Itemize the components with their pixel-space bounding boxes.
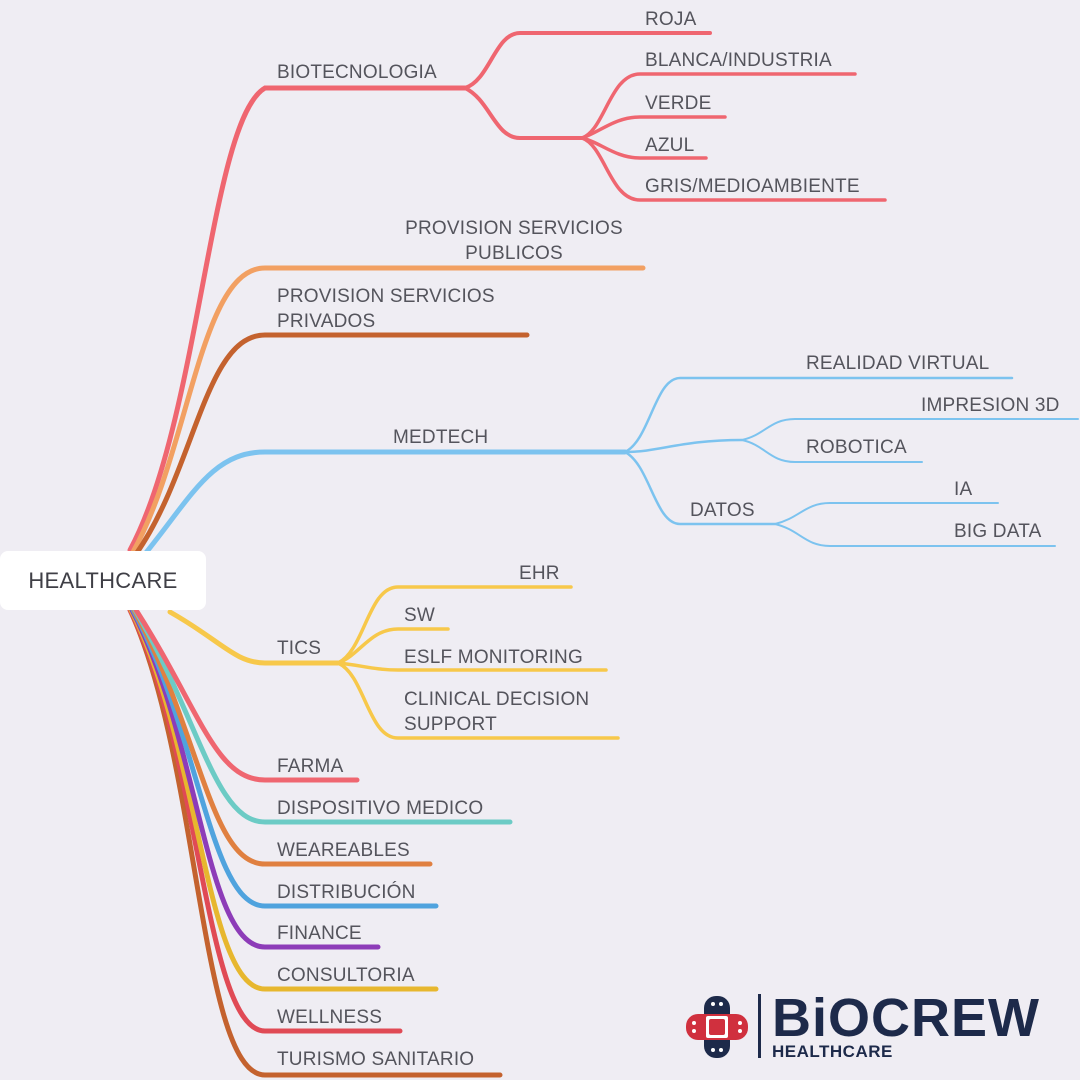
node-datos[interactable]: DATOS (690, 500, 755, 521)
node-provision-servicios-privados[interactable]: PROVISION SERVICIOS PRIVADOS (277, 286, 495, 332)
connector-verde (580, 115, 727, 140)
connector-medtech (137, 449, 628, 563)
connector-datos (623, 450, 777, 526)
connector-ia (774, 502, 999, 525)
node-farma[interactable]: FARMA (277, 756, 344, 777)
node-sw[interactable]: SW (404, 605, 436, 626)
root-node-healthcare[interactable]: HEALTHCARE (0, 551, 206, 610)
connector-blanca (580, 72, 857, 140)
node-medtech[interactable]: MEDTECH (393, 427, 489, 448)
node-wellness[interactable]: WELLNESS (277, 1007, 383, 1028)
connector-ehr (336, 585, 573, 665)
node-robotica[interactable]: ROBOTICA (806, 437, 907, 458)
connector-clinical (336, 661, 620, 740)
connector-tics (167, 609, 341, 666)
connector-weareables (131, 607, 433, 867)
connector-medtech-sub (623, 438, 744, 454)
connector-sw (336, 627, 450, 665)
bandage-cross-icon (686, 996, 748, 1058)
connector-impresion (741, 418, 1079, 441)
node-azul[interactable]: AZUL (645, 135, 695, 156)
biocrew-logo: BiOCREW HEALTHCARE (684, 988, 1074, 1070)
node-consultoria[interactable]: CONSULTORIA (277, 965, 415, 986)
connector-realidad (623, 376, 1014, 454)
node-tics[interactable]: TICS (277, 638, 322, 659)
connector-provision-publicos (130, 265, 646, 555)
connector-biotecnologia (127, 85, 468, 553)
node-distribucion[interactable]: DISTRIBUCIÓN (277, 882, 416, 903)
connector-roja (463, 31, 712, 90)
node-roja[interactable]: ROJA (645, 9, 697, 30)
node-provision-servicios-publicos[interactable]: PROVISION SERVICIOS PUBLICOS (405, 218, 623, 264)
node-weareables[interactable]: WEAREABLES (277, 840, 410, 861)
node-verde[interactable]: VERDE (645, 93, 712, 114)
connector-robotica (741, 439, 923, 463)
logo-divider (758, 994, 761, 1058)
node-clinical-decision-support[interactable]: CLINICAL DECISION SUPPORT (404, 689, 590, 735)
connector-gris (580, 136, 887, 202)
connector-dispositivo (132, 607, 513, 825)
node-gris-medioambiente[interactable]: GRIS/MEDIOAMBIENTE (645, 176, 860, 197)
node-ehr[interactable]: EHR (519, 563, 560, 584)
node-big-data[interactable]: BIG DATA (954, 521, 1042, 542)
node-turismo-sanitario[interactable]: TURISMO SANITARIO (277, 1049, 475, 1070)
node-dispositivo-medico[interactable]: DISPOSITIVO MEDICO (277, 798, 484, 819)
connector-bio-sub (463, 86, 584, 140)
node-eslf-monitoring[interactable]: ESLF MONITORING (404, 647, 583, 668)
node-realidad-virtual[interactable]: REALIDAD VIRTUAL (806, 353, 990, 374)
connector-eslf (336, 661, 608, 672)
logo-subtitle: HEALTHCARE (772, 1042, 893, 1061)
node-blanca-industria[interactable]: BLANCA/INDUSTRIA (645, 50, 832, 71)
connector-bigdata (774, 523, 1056, 547)
node-impresion-3d[interactable]: IMPRESION 3D (921, 395, 1060, 416)
logo-wordmark: BiOCREW (772, 988, 1040, 1048)
node-ia[interactable]: IA (954, 479, 973, 500)
connector-provision-privados (133, 332, 530, 557)
connector-farma (133, 607, 360, 783)
node-biotecnologia[interactable]: BIOTECNOLOGIA (277, 62, 437, 83)
node-finance[interactable]: FINANCE (277, 923, 362, 944)
